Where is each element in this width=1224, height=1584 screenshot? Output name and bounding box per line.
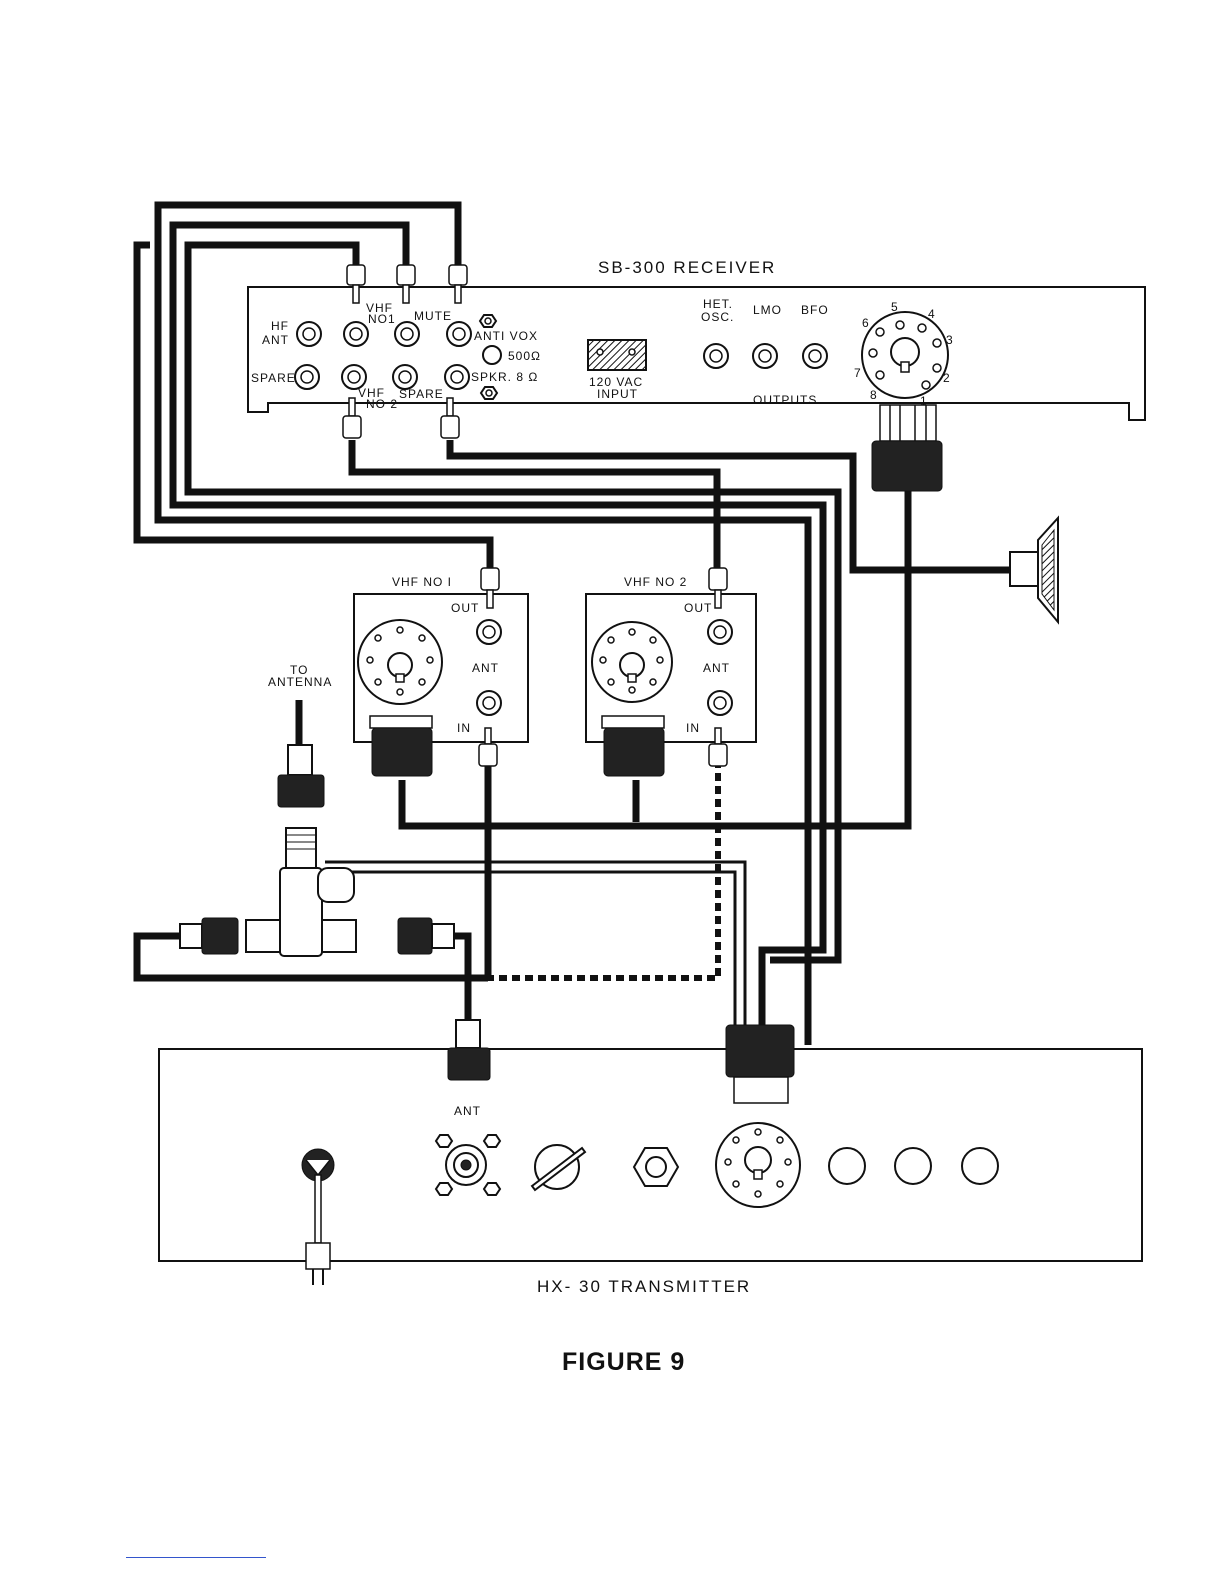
pin-label-3: 3: [946, 333, 954, 347]
transmitter-panel: HX- 30 TRANSMITTER ANT: [159, 1020, 1142, 1296]
mute-jack[interactable]: [395, 322, 419, 346]
hex-nut-icon: [480, 315, 496, 327]
pin-label-4: 4: [928, 307, 936, 321]
tx-knob-1[interactable]: [829, 1148, 865, 1184]
label-outputs: OUTPUTS: [753, 393, 817, 407]
label-het-2: OSC.: [701, 310, 734, 324]
converter-1-plug: [370, 716, 432, 776]
converter-2-in-label: IN: [686, 721, 700, 735]
coax-tee-adapter: [180, 828, 454, 956]
converter-1-in-jack[interactable]: [477, 691, 501, 715]
converter-1-tube-socket: [358, 620, 442, 704]
converter-2-plug: [602, 716, 664, 776]
cable-relay-1: [325, 862, 745, 1045]
label-input: INPUT: [597, 387, 638, 401]
converter-2-ant-label: ANT: [703, 661, 730, 675]
het-osc-jack[interactable]: [704, 344, 728, 368]
tx-octal-socket[interactable]: [716, 1123, 800, 1207]
pin-label-5: 5: [891, 300, 899, 314]
hex-nut-icon: [481, 387, 497, 399]
label-anti-vox: ANTI VOX: [474, 329, 538, 343]
converter-1-in-label: IN: [457, 721, 471, 735]
converter-2-in-jack[interactable]: [708, 691, 732, 715]
label-bfo: BFO: [801, 303, 829, 317]
lmo-jack[interactable]: [753, 344, 777, 368]
cable-relay-2: [325, 872, 735, 1045]
label-spkr: SPKR. 8 Ω: [471, 370, 538, 384]
figure-title: FIGURE 9: [562, 1348, 685, 1376]
spare-left-jack[interactable]: [295, 365, 319, 389]
speaker-icon: [1010, 518, 1058, 622]
vhf-no1-jack[interactable]: [344, 322, 368, 346]
anti-vox-jack[interactable]: [447, 322, 471, 346]
tx-octal-plug: [726, 1025, 794, 1103]
spkr-jack[interactable]: [445, 365, 469, 389]
pin-label-8: 8: [870, 388, 878, 402]
receiver-title: SB-300 RECEIVER: [598, 258, 776, 277]
label-lmo: LMO: [753, 303, 782, 317]
label-spare-mid: SPARE: [399, 387, 444, 401]
pin-label-6: 6: [862, 316, 870, 330]
label-het-1: HET.: [703, 297, 733, 311]
converter-1-title: VHF NO I: [392, 575, 452, 589]
tx-knob-3[interactable]: [962, 1148, 998, 1184]
converter-2-out-label: OUT: [684, 601, 712, 615]
converter-1-out-label: OUT: [451, 601, 479, 615]
spare-mid-jack[interactable]: [393, 365, 417, 389]
label-500-ohm: 500Ω: [508, 349, 541, 363]
cable-vhf2-in-dashed: [488, 760, 718, 978]
antenna-plug: [278, 745, 324, 807]
vhf-converter-2: VHF NO 2 OUT ANT IN: [586, 568, 756, 776]
label-vhf-no1-2: NO1: [368, 312, 396, 326]
converter-2-title: VHF NO 2: [624, 575, 687, 589]
octal-plug: [872, 405, 942, 491]
label-hf-ant-2: ANT: [262, 333, 289, 347]
tx-antenna-plug: [448, 1020, 490, 1080]
converter-2-out-jack[interactable]: [708, 620, 732, 644]
bfo-jack[interactable]: [803, 344, 827, 368]
tx-fuse-holder[interactable]: [634, 1148, 678, 1186]
hf-ant-jack[interactable]: [297, 322, 321, 346]
pin-label-7: 7: [854, 366, 862, 380]
antenna-label-2: ANTENNA: [268, 675, 332, 689]
label-hf-ant-1: HF: [271, 319, 289, 333]
cable-vhf2-rx: [352, 440, 717, 590]
label-vhf-no2-2: NO 2: [366, 397, 398, 411]
octal-socket[interactable]: [862, 312, 948, 398]
label-spare-left: SPARE: [251, 371, 296, 385]
pin-label-2: 2: [943, 371, 951, 385]
footer-divider: [126, 1557, 266, 1558]
label-mute: MUTE: [414, 309, 452, 323]
converter-1-ant-label: ANT: [472, 661, 499, 675]
transmitter-title: HX- 30 TRANSMITTER: [537, 1277, 751, 1296]
converter-2-tube-socket: [592, 622, 672, 702]
power-input-receptacle[interactable]: [588, 340, 646, 370]
converter-1-out-jack[interactable]: [477, 620, 501, 644]
tx-knob-2[interactable]: [895, 1148, 931, 1184]
transmitter-ant-label: ANT: [454, 1104, 481, 1118]
vhf-converter-1: VHF NO I OUT ANT IN: [354, 568, 528, 776]
control-500-ohm[interactable]: [483, 346, 501, 364]
